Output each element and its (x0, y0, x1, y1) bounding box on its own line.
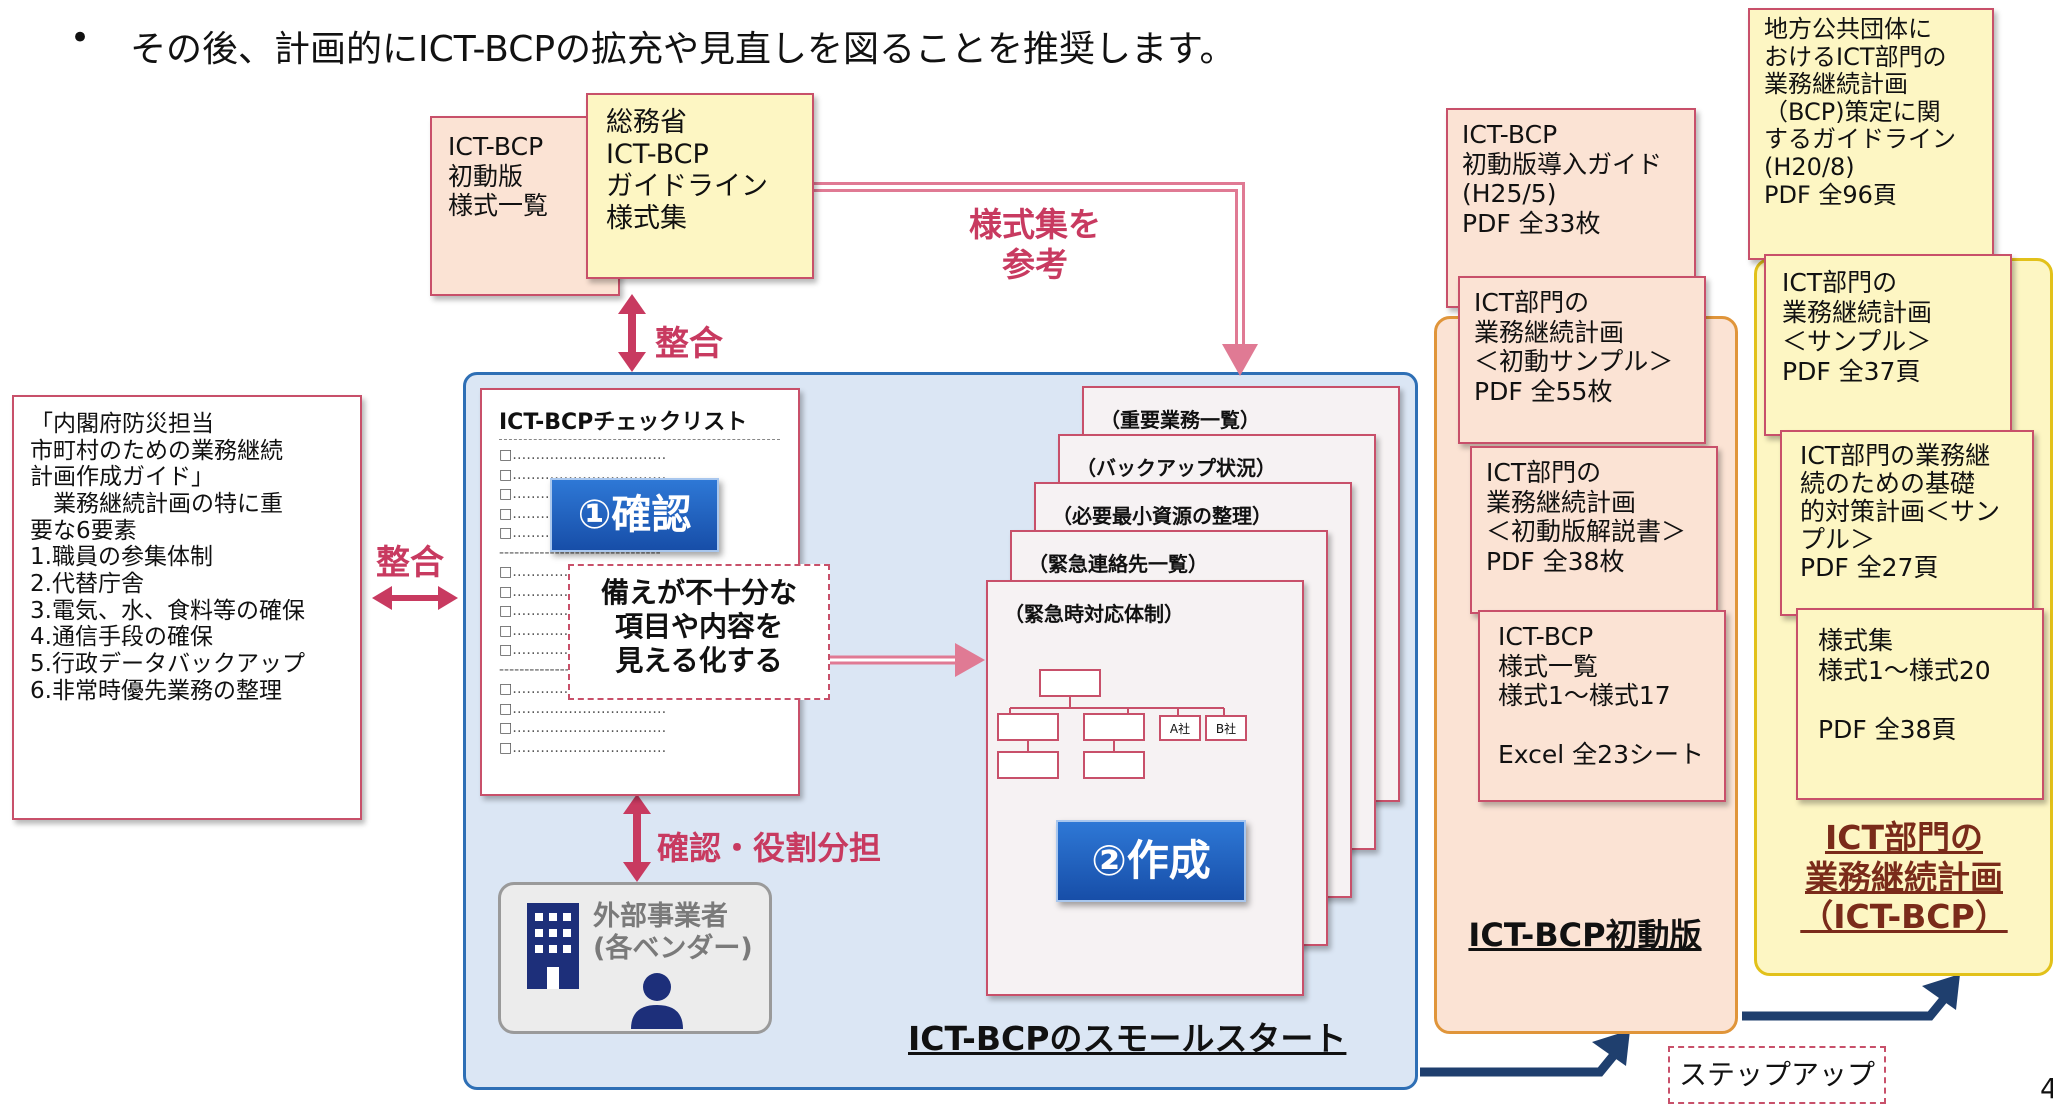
vendor-label: 外部事業者 (各ベンダー) (593, 901, 753, 965)
vendor-role-arrow-icon (623, 794, 651, 882)
vendor-role-label: 確認・役割分担 (657, 829, 882, 867)
yoshiki-reference-arrow-icon (810, 182, 1258, 376)
mic-guideline-forms-doc: 総務省 ICT-BCP ガイドライン 様式集 (586, 93, 814, 279)
full-sample-doc: ICT部門の 業務継続計画 ＜サンプル＞ PDF 全37頁 (1764, 254, 2012, 436)
checklist-divider (499, 439, 780, 440)
sheet-emergency-contacts-label: （緊急連絡先一覧） (1028, 552, 1208, 576)
create-step-badge: ②作成 (1056, 820, 1246, 902)
sheet-minimum-resources-label: （必要最小資源の整理） (1052, 504, 1272, 528)
seigo-left-label: 整合 (376, 543, 444, 583)
full-forms-text: 様式集 様式1～様式20 PDF 全38頁 (1818, 626, 1991, 744)
initial-forms-list-text: ICT-BCP 初動版 様式一覧 (448, 132, 549, 220)
page-number: 4 (2040, 1072, 2053, 1105)
full-basic-measures-text: ICT部門の業務継 続のための基礎 的対策計画＜サン プル＞ PDF 全27頁 (1800, 441, 2001, 582)
intro-sentence: その後、計画的にICT-BCPの拡充や見直しを図ることを推奨します。 (130, 29, 1236, 70)
vendor-card: 外部事業者 (各ベンダー) (498, 882, 772, 1034)
visualize-gaps-note: 備えが不十分な 項目や内容を 見える化する (568, 564, 830, 700)
sheet-backup-status-label: （バックアップ状況） (1076, 456, 1276, 480)
checklist-title: ICT-BCPチェックリスト (499, 410, 748, 435)
seigo-top-label: 整合 (655, 324, 723, 364)
step-up-arrow-1-icon (1420, 1030, 1630, 1077)
full-sample-text: ICT部門の 業務継続計画 ＜サンプル＞ PDF 全37頁 (1782, 268, 1933, 386)
initial-commentary-doc: ICT部門の 業務継続計画 ＜初動版解説書＞ PDF 全38枚 (1470, 446, 1718, 614)
step-up-arrow-2-icon (1742, 974, 1960, 1021)
full-guideline-text: 地方公共団体に おけるICT部門の 業務継続計画 （BCP)策定に関 するガイド… (1764, 15, 1956, 209)
seigo-left-arrow-icon (372, 586, 458, 610)
small-start-title: ICT-BCPのスモールスタート (908, 1019, 1347, 1058)
visualize-to-create-arrow-icon (830, 643, 985, 677)
initial-version-title: ICT-BCP初動版 (1468, 916, 1702, 954)
sheet-emergency-response: （緊急時対応体制） A社 B社 (986, 580, 1304, 996)
initial-forms-doc: ICT-BCP 様式一覧 様式1～様式17 Excel 全23シート (1478, 610, 1726, 802)
yoshiki-reference-label: 様式集を 参考 (969, 205, 1101, 284)
org-chart-company-a: A社 (1169, 722, 1191, 736)
cabinet-office-guide-doc: 「内閣府防災担当 市町村のための業務継続 計画作成ガイド」 業務継続計画の特に重… (12, 395, 362, 820)
cabinet-office-guide-text: 「内閣府防災担当 市町村のための業務継続 計画作成ガイド」 業務継続計画の特に重… (30, 411, 305, 704)
seigo-top-arrow-icon (618, 294, 646, 372)
bullet-marker: • (70, 18, 91, 58)
person-icon (631, 973, 683, 1029)
full-guideline-doc: 地方公共団体に おけるICT部門の 業務継続計画 （BCP)策定に関 するガイド… (1748, 8, 1994, 260)
initial-commentary-text: ICT部門の 業務継続計画 ＜初動版解説書＞ PDF 全38枚 (1486, 458, 1687, 576)
full-basic-measures-doc: ICT部門の業務継 続のための基礎 的対策計画＜サン プル＞ PDF 全27頁 (1780, 430, 2034, 616)
initial-sample-doc: ICT部門の 業務継続計画 ＜初動サンプル＞ PDF 全55枚 (1458, 276, 1706, 444)
sheet-important-tasks-label: （重要業務一覧） (1100, 408, 1260, 432)
full-forms-doc: 様式集 様式1～様式20 PDF 全38頁 (1796, 608, 2044, 800)
sheet-emergency-response-label: （緊急時対応体制） (1004, 602, 1184, 626)
office-building-icon (527, 903, 579, 989)
org-chart-company-b: B社 (1215, 722, 1237, 736)
step-up-label: ステップアップ (1668, 1046, 1886, 1104)
confirm-step-badge: ①確認 (550, 478, 719, 552)
initial-forms-text: ICT-BCP 様式一覧 様式1～様式17 Excel 全23シート (1498, 622, 1704, 769)
full-ict-bcp-title: ICT部門の 業務継続計画 （ICT-BCP） (1800, 818, 2008, 937)
initial-guide-doc: ICT-BCP 初動版導入ガイド (H25/5) PDF 全33枚 (1446, 108, 1696, 308)
mic-guideline-forms-text: 総務省 ICT-BCP ガイドライン 様式集 (606, 107, 768, 234)
initial-guide-text: ICT-BCP 初動版導入ガイド (H25/5) PDF 全33枚 (1462, 120, 1663, 238)
org-chart-diagram (997, 669, 1247, 779)
initial-sample-text: ICT部門の 業務継続計画 ＜初動サンプル＞ PDF 全55枚 (1474, 288, 1674, 406)
